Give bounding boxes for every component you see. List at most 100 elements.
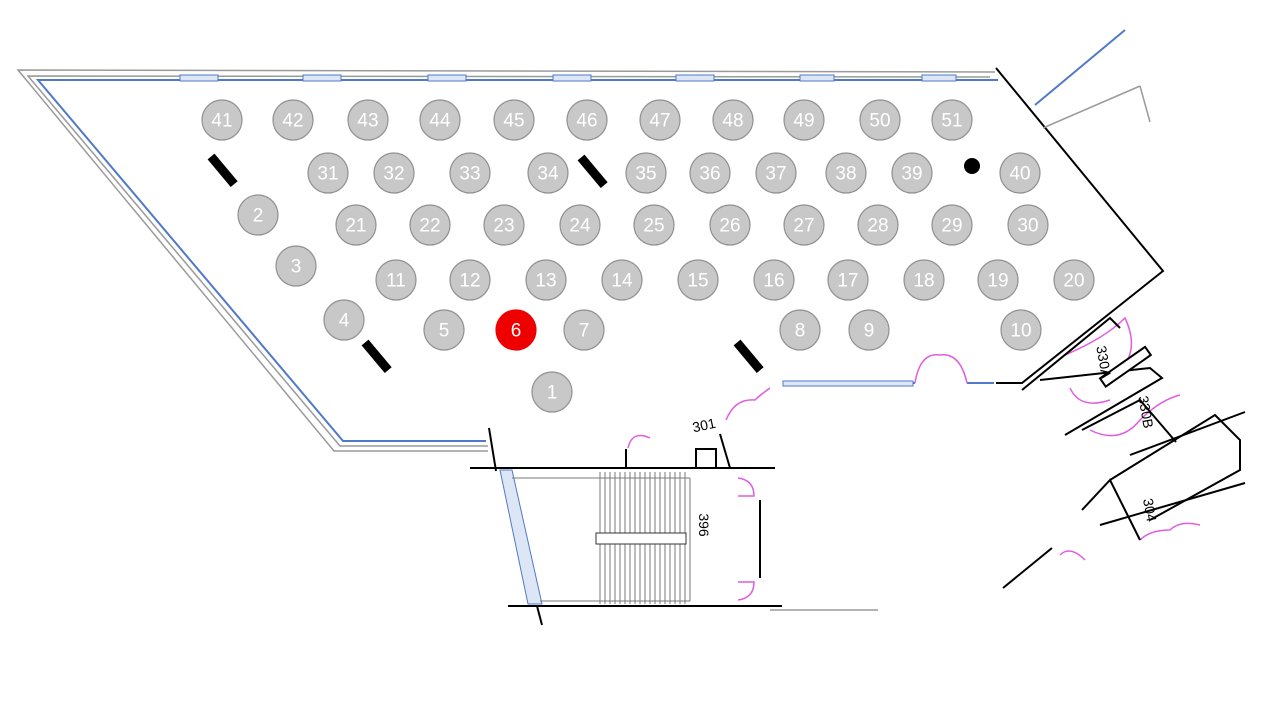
seat-circle[interactable]	[409, 204, 451, 246]
seat-circle[interactable]	[347, 99, 389, 141]
seat-circle[interactable]	[1053, 259, 1095, 301]
seat-circle[interactable]	[625, 152, 667, 194]
seat-1[interactable]: 1	[531, 371, 573, 413]
seat-48[interactable]: 48	[712, 99, 754, 141]
seat-circle[interactable]	[1000, 309, 1042, 351]
seat-16[interactable]: 16	[753, 259, 795, 301]
seat-circle[interactable]	[601, 259, 643, 301]
seat-19[interactable]: 19	[977, 259, 1019, 301]
seat-31[interactable]: 31	[307, 152, 349, 194]
seat-36[interactable]: 36	[689, 152, 731, 194]
seat-49[interactable]: 49	[783, 99, 825, 141]
seat-32[interactable]: 32	[373, 152, 415, 194]
seat-39[interactable]: 39	[891, 152, 933, 194]
seat-22[interactable]: 22	[409, 204, 451, 246]
seat-circle[interactable]	[779, 309, 821, 351]
seat-42[interactable]: 42	[272, 99, 314, 141]
seat-circle[interactable]	[859, 99, 901, 141]
seat-3[interactable]: 3	[275, 245, 317, 287]
seat-7[interactable]: 7	[563, 309, 605, 351]
seat-circle[interactable]	[559, 204, 601, 246]
seat-5[interactable]: 5	[423, 309, 465, 351]
seat-circle[interactable]	[999, 152, 1041, 194]
seat-46[interactable]: 46	[566, 99, 608, 141]
seat-circle[interactable]	[525, 259, 567, 301]
seat-circle[interactable]	[857, 204, 899, 246]
seat-37[interactable]: 37	[755, 152, 797, 194]
seat-circle[interactable]	[931, 204, 973, 246]
seat-circle[interactable]	[531, 371, 573, 413]
seat-2[interactable]: 2	[237, 194, 279, 236]
seat-circle[interactable]	[709, 204, 751, 246]
seat-44[interactable]: 44	[419, 99, 461, 141]
seat-33[interactable]: 33	[449, 152, 491, 194]
seat-30[interactable]: 30	[1007, 204, 1049, 246]
seat-circle[interactable]	[903, 259, 945, 301]
seat-23[interactable]: 23	[483, 204, 525, 246]
seat-circle[interactable]	[689, 152, 731, 194]
seat-43[interactable]: 43	[347, 99, 389, 141]
seat-9[interactable]: 9	[848, 309, 890, 351]
seat-circle[interactable]	[373, 152, 415, 194]
seat-circle[interactable]	[677, 259, 719, 301]
seat-circle[interactable]	[1007, 204, 1049, 246]
seat-circle[interactable]	[633, 204, 675, 246]
seat-25[interactable]: 25	[633, 204, 675, 246]
seat-circle[interactable]	[563, 309, 605, 351]
seat-circle[interactable]	[783, 204, 825, 246]
seat-45[interactable]: 45	[493, 99, 535, 141]
seat-35[interactable]: 35	[625, 152, 667, 194]
seat-circle[interactable]	[527, 152, 569, 194]
seat-14[interactable]: 14	[601, 259, 643, 301]
seat-29[interactable]: 29	[931, 204, 973, 246]
seat-circle[interactable]	[712, 99, 754, 141]
seat-circle[interactable]	[825, 152, 867, 194]
seat-circle[interactable]	[783, 99, 825, 141]
seat-circle[interactable]	[201, 99, 243, 141]
seat-circle[interactable]	[493, 99, 535, 141]
seat-circle[interactable]	[335, 204, 377, 246]
seat-47[interactable]: 47	[639, 99, 681, 141]
seat-circle[interactable]	[375, 259, 417, 301]
seat-41[interactable]: 41	[201, 99, 243, 141]
seat-40[interactable]: 40	[999, 152, 1041, 194]
seat-18[interactable]: 18	[903, 259, 945, 301]
seat-circle[interactable]	[419, 99, 461, 141]
seat-circle[interactable]	[272, 99, 314, 141]
seat-26[interactable]: 26	[709, 204, 751, 246]
seat-circle[interactable]	[449, 259, 491, 301]
seat-34[interactable]: 34	[527, 152, 569, 194]
seat-50[interactable]: 50	[859, 99, 901, 141]
seat-12[interactable]: 12	[449, 259, 491, 301]
seat-8[interactable]: 8	[779, 309, 821, 351]
seat-circle[interactable]	[275, 245, 317, 287]
seat-circle[interactable]	[755, 152, 797, 194]
seat-circle[interactable]	[566, 99, 608, 141]
seat-11[interactable]: 11	[375, 259, 417, 301]
seat-38[interactable]: 38	[825, 152, 867, 194]
seat-24[interactable]: 24	[559, 204, 601, 246]
seat-circle[interactable]	[495, 309, 537, 351]
seat-circle[interactable]	[977, 259, 1019, 301]
seat-circle[interactable]	[931, 99, 973, 141]
seat-circle[interactable]	[639, 99, 681, 141]
seat-27[interactable]: 27	[783, 204, 825, 246]
seat-circle[interactable]	[237, 194, 279, 236]
seat-circle[interactable]	[423, 309, 465, 351]
seat-10[interactable]: 10	[1000, 309, 1042, 351]
seat-13[interactable]: 13	[525, 259, 567, 301]
seat-circle[interactable]	[827, 259, 869, 301]
seat-circle[interactable]	[323, 299, 365, 341]
seat-15[interactable]: 15	[677, 259, 719, 301]
seat-28[interactable]: 28	[857, 204, 899, 246]
seat-21[interactable]: 21	[335, 204, 377, 246]
seat-20[interactable]: 20	[1053, 259, 1095, 301]
seat-6-selected[interactable]: 6	[495, 309, 537, 351]
seat-circle[interactable]	[753, 259, 795, 301]
seat-circle[interactable]	[483, 204, 525, 246]
seat-circle[interactable]	[449, 152, 491, 194]
seat-circle[interactable]	[848, 309, 890, 351]
seat-circle[interactable]	[307, 152, 349, 194]
seat-circle[interactable]	[891, 152, 933, 194]
seat-4[interactable]: 4	[323, 299, 365, 341]
